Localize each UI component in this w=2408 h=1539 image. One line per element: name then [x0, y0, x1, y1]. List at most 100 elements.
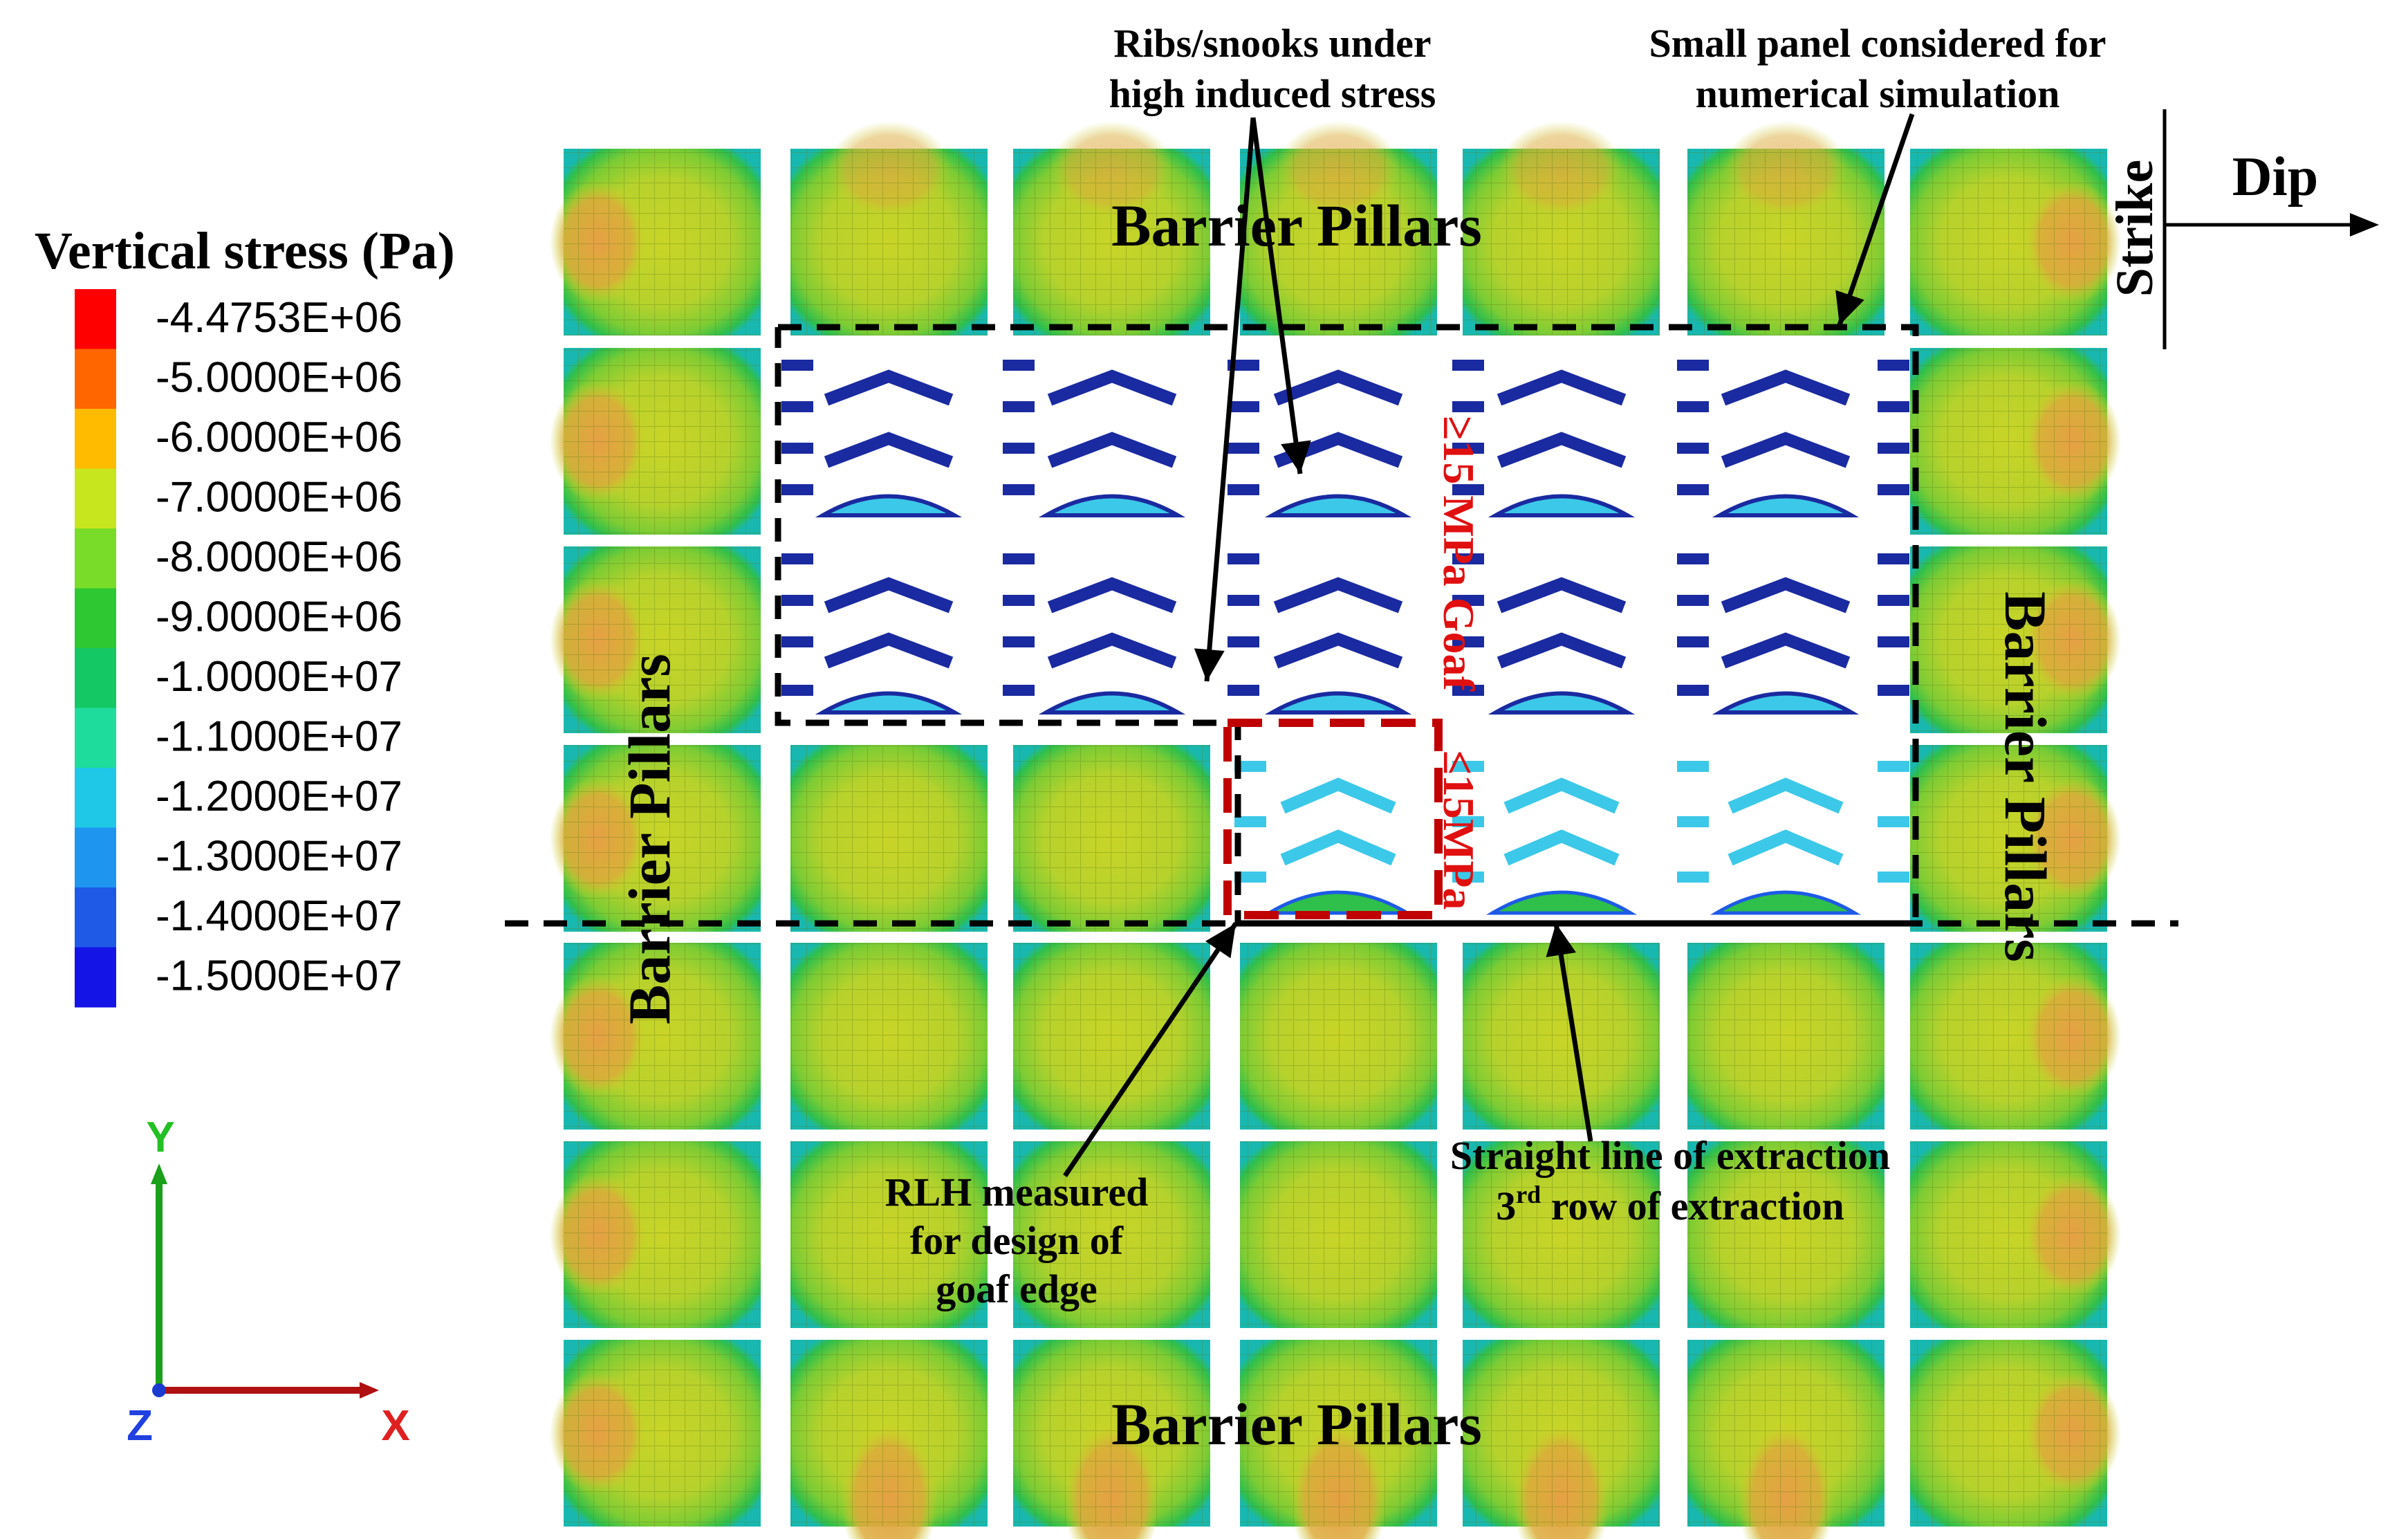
- pillar: [1013, 745, 1210, 932]
- pillar-mesh: [564, 546, 761, 733]
- snook-fragment: [1878, 636, 1909, 647]
- rlh-annotation-line-3: goaf edge: [936, 1266, 1098, 1311]
- legend-swatch: [75, 468, 116, 529]
- ribs-arrow-left: [1204, 117, 1256, 682]
- rib-mound: [815, 691, 963, 715]
- rib-chevron: [1047, 432, 1177, 468]
- snook-fragment: [1228, 595, 1259, 606]
- pillar-mesh: [1240, 943, 1437, 1130]
- snook-fragment: [1677, 360, 1709, 371]
- rlh-annotation-line-1: RLH measured: [885, 1170, 1149, 1215]
- snook-fragment: [1228, 360, 1259, 371]
- pillar-mesh: [1240, 1340, 1437, 1527]
- snook-fragment: [1677, 484, 1709, 495]
- snook-fragment: [1003, 484, 1035, 495]
- snook-fragment: [781, 401, 813, 412]
- snook-fragment: [1228, 553, 1259, 564]
- legend-label: -6.0000E+06: [156, 414, 402, 461]
- pillar: [1687, 1340, 1884, 1539]
- snook-fragment: [1677, 761, 1709, 772]
- legend-swatch: [75, 768, 116, 828]
- barrier-pillars-bottom-label: Barrier Pillars: [1111, 1391, 1482, 1457]
- rib-chevron: [824, 369, 954, 406]
- rib-chevron: [1721, 577, 1851, 614]
- pillar: [790, 1141, 988, 1328]
- legend-label: -5.0000E+06: [156, 354, 402, 402]
- y-axis-arrow: [151, 1163, 167, 1184]
- pillar: [1463, 121, 1660, 335]
- ribs-annotation: Ribs/snooks under high induced stress: [1109, 21, 1436, 116]
- rlh-arrow: [1063, 922, 1238, 1177]
- pillar-mesh: [1910, 348, 2107, 535]
- snook-fragment: [1234, 816, 1266, 827]
- pillar: [550, 546, 761, 733]
- rib-chevron: [824, 632, 954, 669]
- snook-fragment: [1003, 553, 1035, 564]
- orientation-indicator: Dip Strike: [2106, 109, 2379, 349]
- legend-swatches: -4.4753E+06 -5.0000E+06 -6.0000E+06 -7.0000…: [75, 289, 402, 1008]
- rib-mound: [1264, 494, 1412, 517]
- snook-fragment: [1677, 872, 1709, 883]
- pillar: [1463, 1141, 1660, 1328]
- snook-fragment: [1234, 872, 1266, 883]
- rib-mound: [1712, 494, 1860, 517]
- legend-label: -1.2000E+07: [156, 773, 402, 820]
- pillar: [1013, 1340, 1210, 1539]
- snook-fragment: [1452, 484, 1484, 495]
- snook-fragment: [1452, 761, 1484, 772]
- legend-swatch: [75, 947, 116, 1008]
- snook-fragment: [1878, 761, 1909, 772]
- legend-label: -1.5000E+07: [156, 952, 402, 1000]
- pillar-mesh: [1687, 1141, 1884, 1328]
- pillar-mesh: [1910, 745, 2107, 932]
- barrier-pillars-left-label: Barrier Pillars: [616, 654, 683, 1024]
- pillar: [1910, 745, 2121, 932]
- snook-fragment: [1003, 595, 1035, 606]
- pillar: [550, 149, 761, 335]
- legend-label: -1.3000E+07: [156, 833, 402, 881]
- snook-fragment: [1677, 595, 1709, 606]
- pillar: [1910, 348, 2121, 535]
- pillar-mesh: [1463, 1340, 1660, 1527]
- rib-chevron: [1047, 632, 1177, 669]
- rib-mound: [1485, 890, 1638, 915]
- legend-swatch: [75, 588, 116, 649]
- pillar-mesh: [1910, 546, 2107, 733]
- pillar: [1013, 943, 1210, 1130]
- pillar: [1240, 121, 1437, 335]
- pillar-mesh: [1013, 1340, 1210, 1527]
- barrier-pillars-right-label: Barrier Pillars: [1992, 591, 2059, 962]
- snook-fragment: [1228, 636, 1259, 647]
- snook-fragment: [1228, 443, 1259, 454]
- rib-chevron: [1721, 369, 1851, 406]
- straight-line-arrow-head: [1546, 923, 1576, 957]
- snook-fragment: [1452, 872, 1484, 883]
- rib-chevron: [1273, 577, 1403, 614]
- snook-fragment: [1452, 553, 1484, 564]
- pillar-mesh: [790, 1340, 988, 1527]
- panel-annotation-line-1: Small panel considered for: [1649, 21, 2106, 66]
- rib-chevron: [1497, 632, 1627, 669]
- snook-fragment: [1452, 685, 1484, 696]
- snook-fragment: [781, 484, 813, 495]
- snook-fragment: [1878, 401, 1909, 412]
- pillar: [1910, 1340, 2121, 1527]
- legend-label: -4.4753E+06: [156, 294, 402, 342]
- ribs-arrow-left-head: [1194, 648, 1225, 681]
- legend-label: -7.0000E+06: [156, 474, 402, 522]
- legend-title: Vertical stress (Pa): [35, 222, 455, 280]
- pillar-mesh: [1013, 1141, 1210, 1328]
- snook-fragment: [1878, 872, 1909, 883]
- pillar: [1910, 149, 2121, 335]
- legend-swatch: [75, 528, 116, 589]
- rib-chevron: [1503, 829, 1620, 866]
- pillar-mesh: [1687, 1340, 1884, 1527]
- rib-mound: [1038, 691, 1186, 715]
- rib-chevron: [1728, 777, 1844, 814]
- pillar-mesh: [1910, 943, 2107, 1130]
- panel-arrow: [1837, 113, 1915, 326]
- ribs-arrow-right-head: [1281, 440, 1311, 474]
- z-axis-label: Z: [127, 1402, 153, 1450]
- pillar-mesh: [564, 745, 761, 932]
